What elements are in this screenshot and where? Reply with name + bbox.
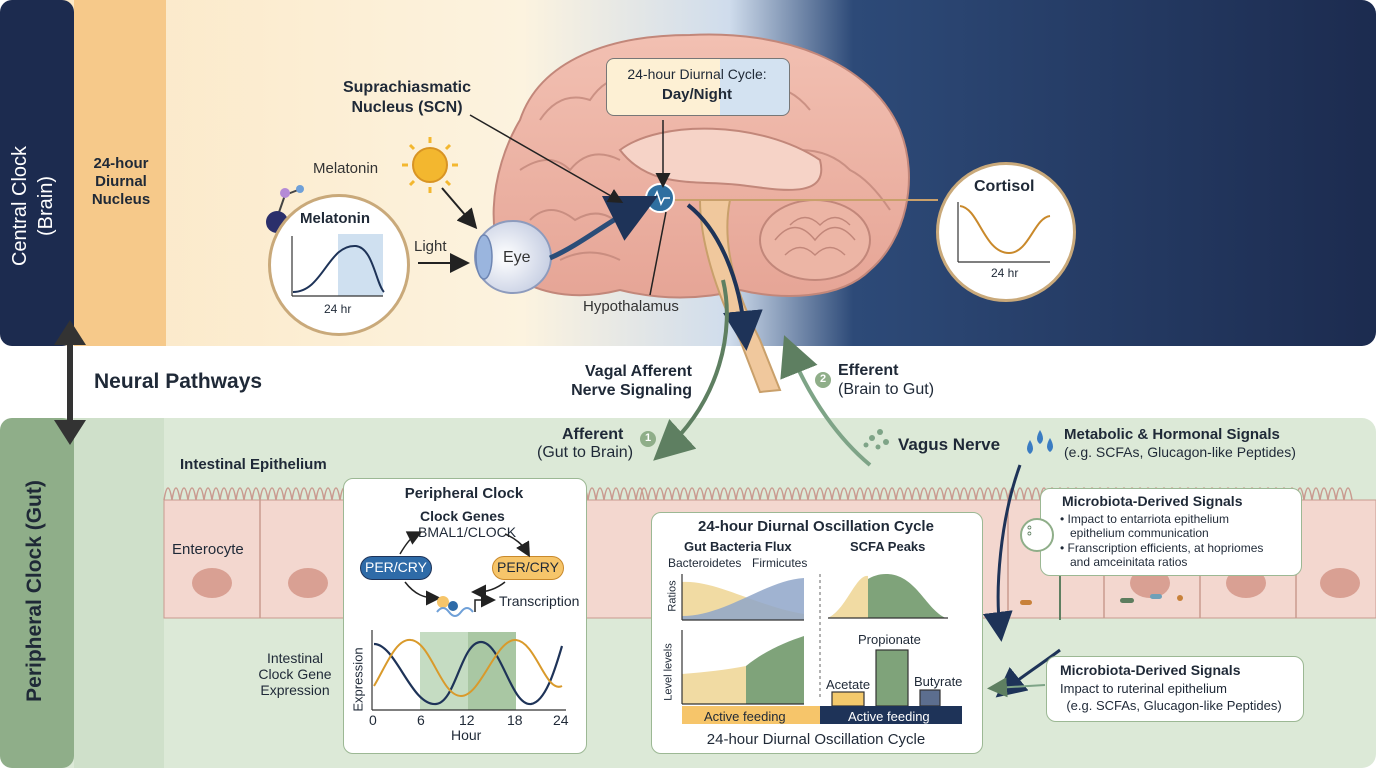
microbe-icon bbox=[1020, 518, 1054, 552]
afferent-number: 1 bbox=[644, 432, 652, 444]
microbiota-box-2-line-1: Impact to ruterinal epithelium bbox=[1060, 681, 1227, 696]
afferent-title: Afferent bbox=[562, 426, 624, 443]
shaded-band bbox=[468, 632, 516, 710]
propionate-label: Propionate bbox=[858, 632, 921, 647]
efferent-title: Efferent bbox=[838, 362, 899, 379]
microbiota-box-2-line-2: (e.g. SCFAs, Glucagon-like Peptides) bbox=[1066, 698, 1282, 713]
feeding-right-label: Active feeding bbox=[848, 709, 930, 724]
sun-icon bbox=[402, 137, 458, 193]
peripheral-clock-text: Peripheral Clock (Gut) bbox=[23, 480, 46, 702]
peripheral-clock-label: Peripheral Clock (Gut) bbox=[20, 466, 50, 716]
firmicutes-label: Firmicutes bbox=[752, 556, 808, 570]
vagus-nerve-label: Vagus Nerve bbox=[898, 435, 1001, 454]
oscillation-charts bbox=[681, 574, 962, 724]
central-clock-label: Central Clock (Brain) bbox=[7, 116, 67, 296]
central-clock-text: Central Clock (Brain) bbox=[9, 145, 57, 267]
oscillation-footer: 24-hour Diurnal Oscillation Cycle bbox=[706, 731, 926, 748]
acetate-bar bbox=[831, 691, 865, 707]
per-cry-right-label: PER/CRY bbox=[497, 559, 559, 575]
bacteroidetes-label: Bacteroidetes bbox=[668, 556, 742, 570]
droplet-icon bbox=[1027, 430, 1053, 454]
peripheral-clock-title: Peripheral Clock bbox=[404, 485, 524, 502]
cortisol-title: Cortisol bbox=[974, 178, 1035, 195]
cycle-box bbox=[606, 58, 790, 116]
clock-gene-loop-arrows bbox=[399, 531, 530, 617]
metabolic-title: Metabolic & Hormonal Signals bbox=[1064, 426, 1280, 443]
scn-label: Suprachiasmatic Nucleus (SCN) bbox=[342, 79, 472, 116]
microbiota-box-1-title: Microbiota-Derived Signals bbox=[1062, 493, 1243, 509]
efferent-number-badge bbox=[815, 372, 831, 388]
hour-tick-18: 18 bbox=[507, 712, 523, 728]
clock-genes-title: Clock Genes bbox=[420, 508, 505, 524]
enterocyte-label: Enterocyte bbox=[172, 541, 244, 558]
feeding-bar-day bbox=[682, 706, 820, 724]
neural-pathway-double-arrow bbox=[54, 320, 86, 445]
efferent-subtitle: (Brain to Gut) bbox=[838, 381, 935, 398]
microbiota-box-1-bullet-1: • Impact to entarriota epithelium epithe… bbox=[1060, 512, 1229, 540]
gene-expression-chart bbox=[371, 630, 566, 711]
vagus-nerve-icon bbox=[863, 429, 889, 450]
hour-xlabel: Hour bbox=[451, 727, 482, 743]
microbiota-box-2 bbox=[1046, 656, 1304, 722]
melatonin-curve-chart bbox=[291, 234, 385, 297]
levels-label: Level levels bbox=[662, 643, 675, 701]
light-label: Light bbox=[414, 238, 447, 255]
transcription-label: Transcription bbox=[499, 593, 580, 609]
gene-expression-label: Intestinal Clock Gene Expression bbox=[258, 650, 332, 698]
cortisol-chart-circle bbox=[936, 162, 1076, 302]
metabolic-subtitle: (e.g. SCFAs, Glucagon-like Peptides) bbox=[1064, 444, 1296, 460]
hour-tick-12: 12 bbox=[459, 712, 475, 728]
melatonin-axis-label: 24 hr bbox=[324, 302, 352, 316]
microbe-icon-glyph: ⦂ bbox=[1027, 522, 1032, 539]
melatonin-text: Melatonin bbox=[313, 160, 379, 177]
acetate-label: Acetate bbox=[826, 677, 871, 692]
butyrate-bar bbox=[919, 689, 941, 707]
bacteria-flux-label: Gut Bacteria Flux bbox=[684, 539, 792, 554]
per-cry-left-label: PER/CRY bbox=[365, 559, 427, 575]
propionate-bar bbox=[875, 649, 909, 707]
oscillation-title: 24-hour Diurnal Oscillation Cycle bbox=[698, 518, 934, 535]
feeding-bar-night bbox=[820, 706, 962, 724]
scfa-peaks-label: SCFA Peaks bbox=[850, 539, 926, 554]
feeding-left-label: Active feeding bbox=[704, 709, 786, 724]
neural-pathways-label: Neural Pathways bbox=[94, 370, 263, 393]
bmal-label: BMAL1/CLOCK bbox=[418, 524, 517, 540]
eye-label: Eye bbox=[503, 249, 531, 266]
microbiota-box-1 bbox=[1040, 488, 1302, 576]
efferent-number: 2 bbox=[819, 373, 827, 385]
microbiota-box-1-bullet-2: • Franscription efficients, at hopriomes… bbox=[1060, 541, 1264, 569]
cortisol-curve-chart bbox=[957, 202, 1051, 263]
cerebellum bbox=[759, 199, 871, 281]
cortisol-axis-label: 24 hr bbox=[991, 266, 1019, 280]
per-cry-left-pill bbox=[360, 556, 432, 580]
epithelium-label: Intestinal Epithelium bbox=[180, 456, 327, 473]
cycle-value: Day/Night bbox=[661, 86, 732, 103]
hour-tick-6: 6 bbox=[417, 712, 425, 728]
cycle-title: 24-hour Diurnal Cycle: bbox=[627, 66, 767, 82]
melatonin-box-title: Melatonin bbox=[300, 210, 370, 227]
expression-ylabel: Expression bbox=[350, 647, 366, 712]
butyrate-label: Butyrate bbox=[914, 674, 963, 689]
hour-tick-24: 24 bbox=[553, 712, 569, 728]
diurnal-nucleus-label: 24-hour Diurnal Nucleus bbox=[91, 155, 151, 208]
hour-tick-0: 0 bbox=[369, 712, 377, 728]
afferent-number-badge bbox=[640, 431, 656, 447]
bacteria-icon bbox=[1020, 594, 1183, 605]
afferent-subtitle: (Gut to Brain) bbox=[537, 444, 634, 461]
hypothalamus-label: Hypothalamus bbox=[583, 298, 679, 315]
vagal-afferent-label: Vagal Afferent Nerve Signaling bbox=[571, 363, 692, 399]
microbiota-box-2-title: Microbiota-Derived Signals bbox=[1060, 662, 1241, 678]
